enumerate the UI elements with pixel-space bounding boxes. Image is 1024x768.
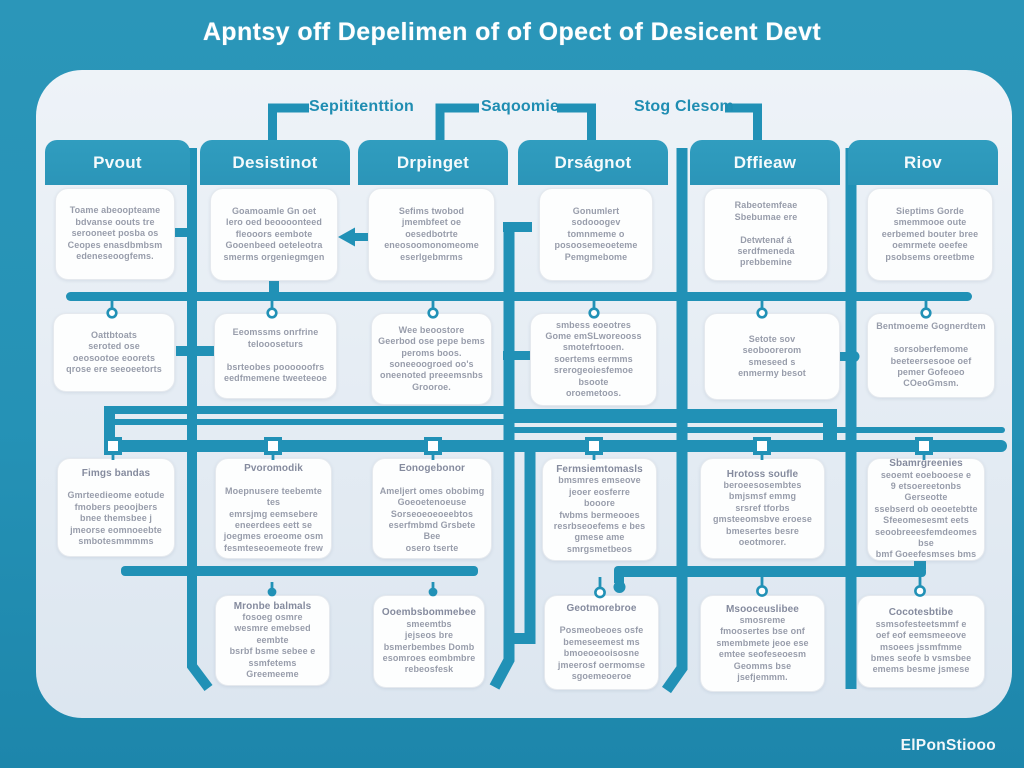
flow-box-r3c5: Hrotoss soufle beroeesosembtes bmjsmsf e… [700,458,825,559]
top-label-3: Stog Clesom [634,98,734,115]
flow-box-r3c6: Sbamrgreenies seoemt eoebooese e 9 etsoe… [867,458,985,561]
flow-box-r2c2: Eeomssms onrfrine teloooseturs bsrteobes… [214,313,337,399]
top-label-2: Saqoomie [481,98,560,115]
flow-box-r1c4: Gonumlert sodooogev tomnmeme o posooseme… [539,188,653,281]
flow-box-r3c4: Fermsiemtomasls bmsmres emseove jeoer eo… [542,458,657,561]
flow-box-r4c4: Geotmorebroe Posmeobeoes osfe bemeseemes… [544,595,659,690]
page-title: Apntsy off Depelimen of of Opect of Desi… [202,18,822,46]
top-label-1: Sepititenttion [309,98,415,115]
watermark-text: ElPonStiooo [900,737,996,754]
flow-box-r4c3: Ooembsbommebee smeemtbs jejseos bre bsme… [373,595,485,688]
flow-box-r4c6: Cocotesbtibe ssmsofesteetsmmf e oef eof … [857,595,985,688]
column-header-2: Desistinot [200,140,350,185]
column-header-1: Pvout [45,140,190,185]
column-header-3: Drpinget [358,140,508,185]
column-header-4: Drságnot [518,140,668,185]
flow-box-r4c2: Mronbe balmals fosoeg osmre wesmre emebs… [215,595,330,686]
flow-box-r1c3: Sefims twobod jmembfeet oe oesedbotrte e… [368,188,495,281]
flow-box-r2c4: smbess eoeotres Gome emSLworeooss smotef… [530,313,657,406]
flow-box-r1c1: Toame abeoopteame bdvanse oouts tre sero… [55,188,175,280]
flow-box-r1c6: Sieptims Gorde smemmooe oute eerbemed bo… [867,188,993,281]
flow-box-r2c1: Oattbtoats seroted ose oeosootoe eoorets… [53,313,175,392]
flow-box-r4c5: Msooceuslibee smosreme fmoosertes bse on… [700,595,825,692]
flow-box-r3c3: Eonogebonor Ameljert omes obobimg Goeoet… [372,458,492,559]
flow-box-r2c5: Setote sov seoboorerom smeseed s enmermy… [704,313,840,400]
column-header-5: Dffieaw [690,140,840,185]
flow-box-r3c2: Pvoromodik Moepnusere teebemte tes emrsj… [215,458,332,559]
flow-box-r2c6: Bentmoeme Gognerdtem sorsoberfemome beet… [867,313,995,398]
flow-box-r1c2: Goamoamle Gn oet lero oed beoooonteed fl… [210,188,338,281]
flow-box-r3c1: Fimgs bandas Gmrteedieome eotude fmobers… [57,458,175,557]
flow-box-r2c3: Wee beoostore Geerbod ose pepe bems pero… [371,313,492,405]
flow-box-r1c5: Rabeotemfeae Sbebumae ere Detwtenaf á se… [704,188,828,281]
column-header-6: Riov [848,140,998,185]
